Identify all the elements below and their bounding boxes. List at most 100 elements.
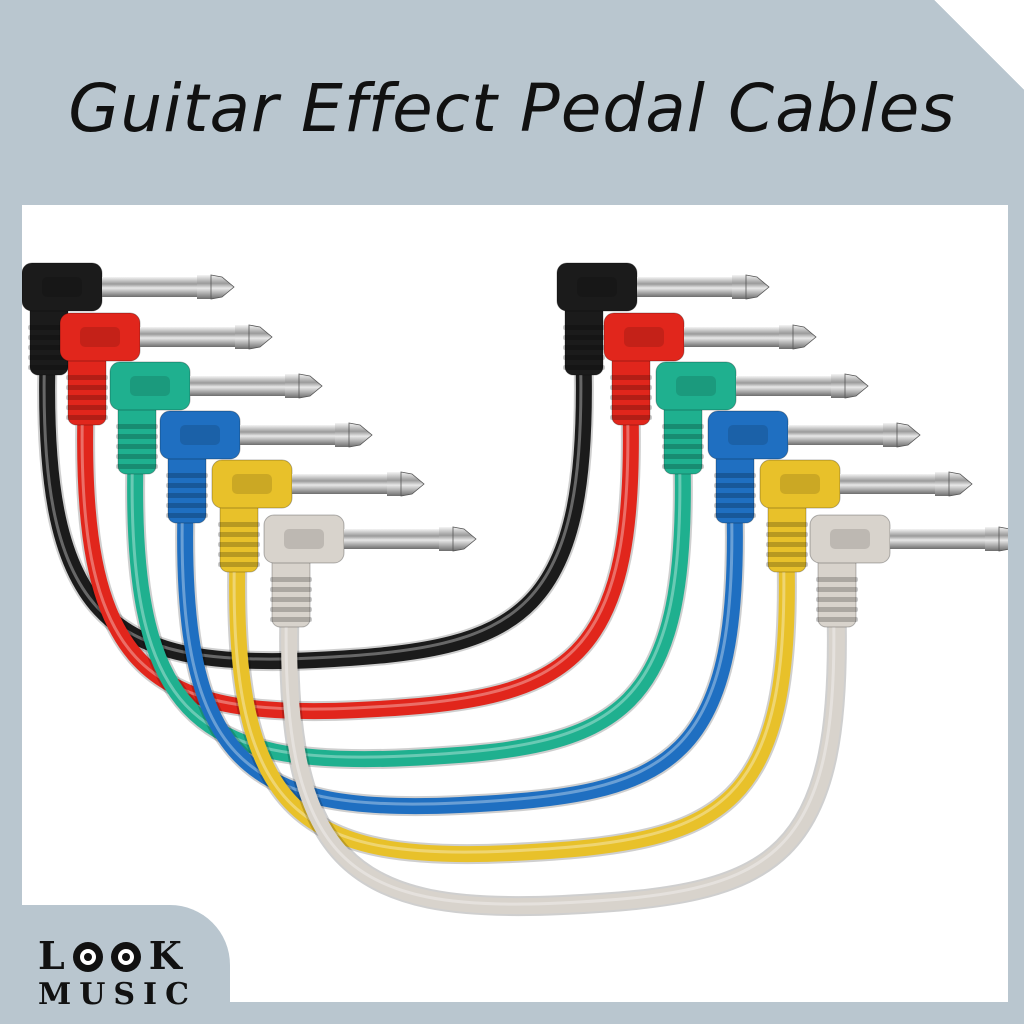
grey-cable-highlight bbox=[284, 592, 836, 906]
red-cable-right-plug-grip bbox=[610, 415, 652, 420]
page-title: Guitar Effect Pedal Cables bbox=[68, 70, 956, 147]
red-cable-right-plug-ring bbox=[779, 325, 793, 349]
yellow-cable-left-plug-ring bbox=[387, 472, 401, 496]
black-cable-right-plug-tip bbox=[745, 274, 770, 300]
blue-cable bbox=[177, 483, 743, 815]
grey-cable-right-plug bbox=[809, 514, 1008, 628]
grey-cable-left-plug-grip bbox=[270, 587, 312, 592]
red-cable bbox=[77, 385, 639, 720]
yellow-cable-right-plug-grip bbox=[766, 532, 808, 537]
yellow-cable bbox=[229, 532, 795, 863]
grey-cable-right-plug-label-pad bbox=[830, 529, 870, 549]
yellow-cable-left-plug-grip bbox=[218, 532, 260, 537]
green-cable-right-plug-grip bbox=[662, 424, 704, 429]
blue-cable-right-plug-grip bbox=[714, 513, 756, 518]
blue-cable-left-plug-tip bbox=[348, 422, 373, 448]
grey-cable-left-plug-grip bbox=[270, 577, 312, 582]
blue-cable-left-plug bbox=[159, 410, 373, 524]
black-cable-left-plug-grip bbox=[28, 345, 70, 350]
blue-cable-left-plug-grip bbox=[166, 503, 208, 508]
yellow-cable-left-plug-shaft bbox=[292, 474, 387, 494]
grey-cable-left-plug-shaft bbox=[344, 529, 439, 549]
blue-cable-left-plug-label-pad bbox=[180, 425, 220, 445]
yellow-cable-left-plug-grip bbox=[218, 552, 260, 557]
blue-cable-highlight bbox=[180, 488, 734, 806]
yellow-cable-right-plug-label-pad bbox=[780, 474, 820, 494]
black-cable-left-plug-label-pad bbox=[42, 277, 82, 297]
yellow-cable-right-plug-grip bbox=[766, 552, 808, 557]
red-cable-right-plug-grip bbox=[610, 385, 652, 390]
red-cable-highlight bbox=[80, 390, 630, 711]
red-cable-left-plug-shaft bbox=[140, 327, 235, 347]
green-cable-right-plug-ring bbox=[831, 374, 845, 398]
black-cable-right-plug-label-pad bbox=[577, 277, 617, 297]
grey-cable-right-plug-grip bbox=[816, 587, 858, 592]
yellow-cable-left-plug-label-pad bbox=[232, 474, 272, 494]
green-cable-left-plug-grip bbox=[116, 464, 158, 469]
black-cable-left-plug-grip bbox=[28, 335, 70, 340]
yellow-cable-right-plug-tip bbox=[948, 471, 973, 497]
blue-cable-left-plug-grip bbox=[166, 513, 208, 518]
logo-letter-l: L bbox=[38, 933, 73, 978]
red-cable-right-plug-tip bbox=[792, 324, 817, 350]
green-cable-right-plug-grip bbox=[662, 464, 704, 469]
red-cable-left-plug bbox=[59, 312, 273, 426]
black-cable-right-plug-grip bbox=[563, 345, 605, 350]
green-cable-left-plug-ring bbox=[285, 374, 299, 398]
yellow-cable-right-plug bbox=[759, 459, 973, 573]
green-cable-left-plug-grip bbox=[116, 444, 158, 449]
grey-cable-right-plug-shaft bbox=[890, 529, 985, 549]
grey-cable-left-plug-tip bbox=[452, 526, 477, 552]
logo-line-2: MUSIC bbox=[38, 977, 197, 1012]
red-cable-left-plug-grip bbox=[66, 395, 108, 400]
blue-cable-right-plug bbox=[707, 410, 921, 524]
green-cable-left-plug-label-pad bbox=[130, 376, 170, 396]
green-cable-left-plug-shaft bbox=[190, 376, 285, 396]
green-cable-right-plug-tip bbox=[844, 373, 869, 399]
yellow-cable-right-plug-grip bbox=[766, 562, 808, 567]
blue-cable-right-plug-tip bbox=[896, 422, 921, 448]
black-cable bbox=[39, 335, 592, 670]
black-cable-left-plug-grip bbox=[28, 355, 70, 360]
yellow-cable-left-plug bbox=[211, 459, 425, 573]
black-cable-right-plug-shaft bbox=[637, 277, 732, 297]
black-cable-left-plug-ring bbox=[197, 275, 211, 299]
red-cable-right-plug-grip bbox=[610, 395, 652, 400]
blue-cable-left-plug-shaft bbox=[240, 425, 335, 445]
yellow-cable-left-plug-grip bbox=[218, 522, 260, 527]
black-cable-right-plug bbox=[556, 262, 770, 376]
green-cable-right-plug-label-pad bbox=[676, 376, 716, 396]
blue-cable-right-plug-ring bbox=[883, 423, 897, 447]
red-cable-left-plug-grip bbox=[66, 415, 108, 420]
grey-cable bbox=[281, 587, 845, 915]
grey-cable-right-plug-ring bbox=[985, 527, 999, 551]
green-cable-left-plug-grip bbox=[116, 424, 158, 429]
yellow-cable-right-plug-grip bbox=[766, 542, 808, 547]
grey-cable-left-plug bbox=[263, 514, 477, 628]
blue-cable-left-plug-grip bbox=[166, 493, 208, 498]
black-cable-right-plug-grip bbox=[563, 335, 605, 340]
red-cable-left-plug-label-pad bbox=[80, 327, 120, 347]
blue-cable-right-plug-shaft bbox=[788, 425, 883, 445]
grey-cable-left-plug-label-pad bbox=[284, 529, 324, 549]
red-cable-right-plug-shaft bbox=[684, 327, 779, 347]
green-cable-right-plug-grip bbox=[662, 454, 704, 459]
red-cable-left-plug-tip bbox=[248, 324, 273, 350]
yellow-cable-left-plug-grip bbox=[218, 562, 260, 567]
black-cable-left-plug-tip bbox=[210, 274, 235, 300]
eye-icon bbox=[72, 942, 103, 972]
black-cable-left-plug-grip bbox=[28, 325, 70, 330]
green-cable-highlight bbox=[130, 439, 682, 759]
blue-cable-right-plug-grip bbox=[714, 483, 756, 488]
red-cable-left-plug-grip bbox=[66, 385, 108, 390]
red-cable-right-plug-label-pad bbox=[624, 327, 664, 347]
eye-icon bbox=[110, 942, 141, 972]
grey-cable-left-plug-grip bbox=[270, 597, 312, 602]
black-cable-left-plug-shaft bbox=[102, 277, 197, 297]
title-banner: Guitar Effect Pedal Cables bbox=[0, 0, 1024, 205]
grey-cable-right-plug-grip bbox=[816, 597, 858, 602]
red-cable-right-plug-grip bbox=[610, 375, 652, 380]
green-cable-right-plug-shaft bbox=[736, 376, 831, 396]
black-cable-left-plug-grip bbox=[28, 365, 70, 370]
